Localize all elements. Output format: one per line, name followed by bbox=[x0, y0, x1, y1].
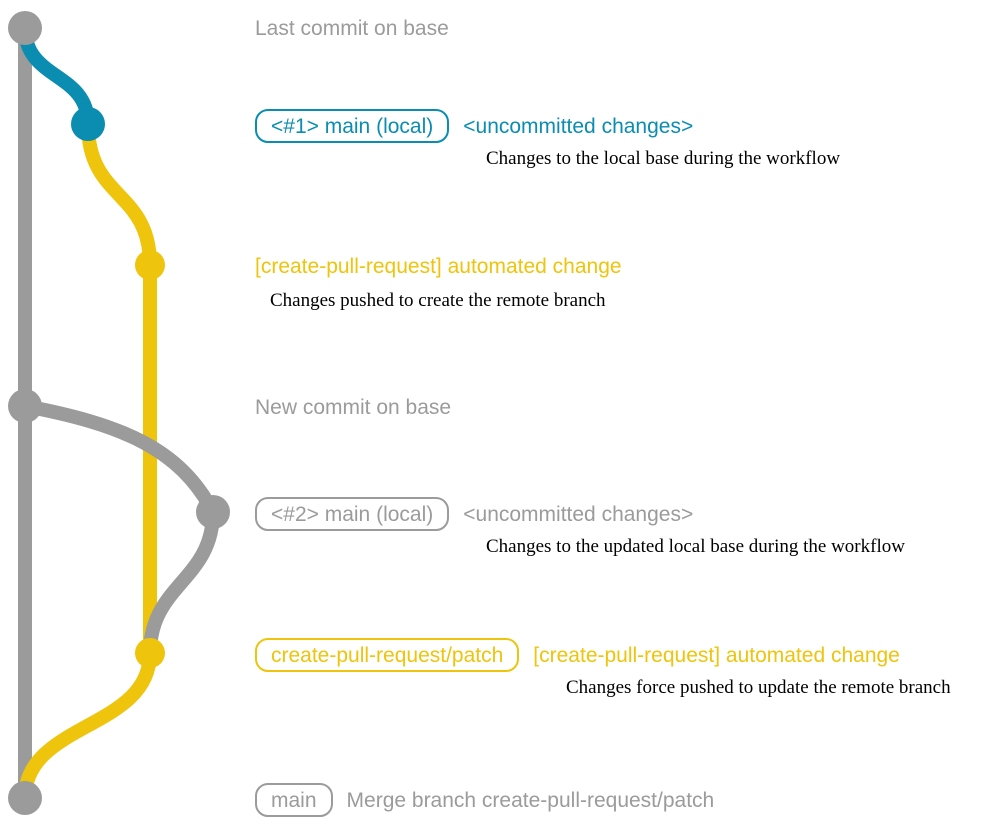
commit-description-local-main-2: Changes to the updated local base during… bbox=[486, 536, 905, 557]
commit-description-automated-change-2: Changes force pushed to update the remot… bbox=[566, 677, 951, 698]
commit-row-automated-change-2: create-pull-request/patch [create-pull-r… bbox=[255, 638, 900, 672]
ref-badge-local-main-2[interactable]: <#2> main (local) bbox=[255, 497, 450, 531]
commit-subject-local-main-2: <uncommitted changes> bbox=[463, 502, 694, 526]
commit-description-automated-change-1: Changes pushed to create the remote bran… bbox=[270, 290, 606, 311]
node-automated-change-1[interactable] bbox=[135, 250, 165, 280]
edge-base-to-local-main-1 bbox=[18, 21, 95, 131]
commit-subject-local-main-1: <uncommitted changes> bbox=[463, 114, 694, 138]
commit-row-local-main-2: <#2> main (local) <uncommitted changes> bbox=[255, 497, 693, 531]
commit-row-merge-commit: main Merge branch create-pull-request/pa… bbox=[255, 783, 714, 817]
ref-badge-local-main-1[interactable]: <#1> main (local) bbox=[255, 109, 450, 143]
edge-local-main-1-to-patch bbox=[81, 117, 157, 660]
commit-subject-new-commit-on-base: New commit on base bbox=[255, 395, 452, 419]
node-automated-change-2[interactable] bbox=[135, 638, 165, 668]
commit-subject-automated-change-1: [create-pull-request] automated change bbox=[255, 254, 622, 278]
edge-patch-to-merge bbox=[18, 646, 157, 805]
commit-subject-merge-commit: Merge branch create-pull-request/patch bbox=[346, 788, 715, 812]
commit-subject-last-commit-on-base: Last commit on base bbox=[255, 16, 449, 40]
commit-row-new-commit-on-base: New commit on base bbox=[255, 393, 451, 421]
commit-row-last-commit-on-base: Last commit on base bbox=[255, 14, 449, 42]
edge-new-base-to-local-main-2 bbox=[18, 399, 220, 519]
commit-subject-automated-change-2: [create-pull-request] automated change bbox=[533, 643, 900, 667]
ref-badge-create-pull-request-patch[interactable]: create-pull-request/patch bbox=[255, 638, 520, 672]
commit-row-local-main-1: <#1> main (local) <uncommitted changes> bbox=[255, 109, 693, 143]
node-local-main-1[interactable] bbox=[71, 107, 105, 141]
node-local-main-2[interactable] bbox=[196, 495, 230, 529]
node-new-commit-on-base[interactable] bbox=[8, 389, 42, 423]
edge-local-main-2-to-patch bbox=[143, 505, 220, 660]
commit-description-local-main-1: Changes to the local base during the wor… bbox=[486, 148, 841, 169]
node-merge-commit[interactable] bbox=[8, 781, 42, 815]
node-last-commit-on-base[interactable] bbox=[8, 11, 42, 45]
commit-row-automated-change-1: [create-pull-request] automated change bbox=[255, 252, 622, 280]
ref-badge-main[interactable]: main bbox=[255, 783, 333, 817]
